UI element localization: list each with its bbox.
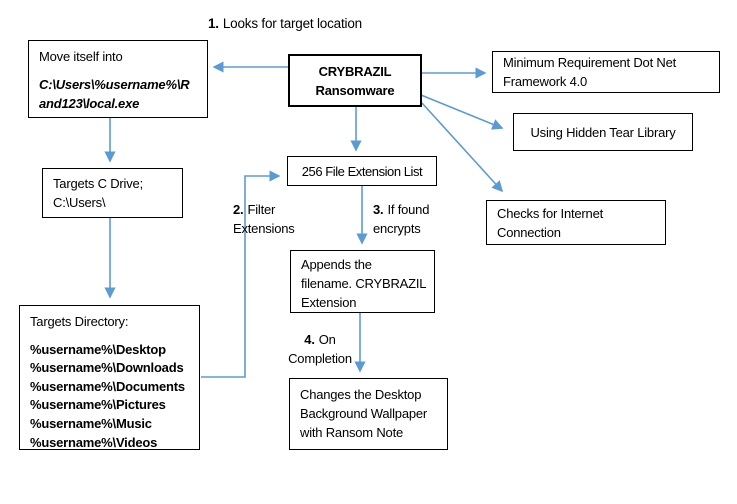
node-move-path-line2: and123\local.exe — [39, 96, 140, 111]
node-move-itself-into: Move itself into C:\Users\%username%\R a… — [28, 40, 208, 118]
node-crybrazil-ransomware: CRYBRAZIL Ransomware — [288, 54, 422, 107]
node-changes-wallpaper: Changes the Desktop Background Wallpaper… — [289, 378, 448, 450]
node-move-intro-text: Move itself into — [39, 49, 123, 64]
node-move-path-line1: C:\Users\%username%\R — [39, 77, 190, 92]
node-targets-directory-title: Targets Directory: — [30, 314, 129, 329]
target-path: %username%\Videos — [30, 434, 158, 450]
node-hidden-tear-library: Using Hidden Tear Library — [513, 113, 693, 151]
step-label-looks-for-target: 1.Looks for target location — [208, 16, 362, 31]
node-targets-c-drive: Targets C Drive; C:\Users\ — [42, 168, 183, 218]
target-path: %username%\Pictures — [30, 397, 166, 413]
target-path: %username%\Downloads — [30, 360, 184, 376]
step-label-filter-extensions: 2.Filter Extensions — [233, 202, 295, 236]
node-targets-directory: Targets Directory: %username%\Desktop %u… — [19, 305, 200, 450]
target-path: %username%\Documents — [30, 378, 185, 394]
step-label-on-completion: 4.On Completion — [288, 332, 352, 366]
node-file-extension-list: 256 File Extension List — [287, 156, 437, 186]
target-path: %username%\Music — [30, 415, 152, 431]
node-internet-check: Checks for Internet Connection — [486, 200, 666, 245]
step-label-if-found-encrypts: 3.If found encrypts — [373, 202, 430, 236]
node-appends-extension: Appends the filename. CRYBRAZIL Extensio… — [290, 250, 435, 313]
arrow-crybrazil-to-hidden-tear — [420, 94, 504, 130]
target-path: %username%\Desktop — [30, 341, 166, 357]
node-dotnet-requirement: Minimum Requirement Dot Net Framework 4.… — [492, 51, 720, 93]
